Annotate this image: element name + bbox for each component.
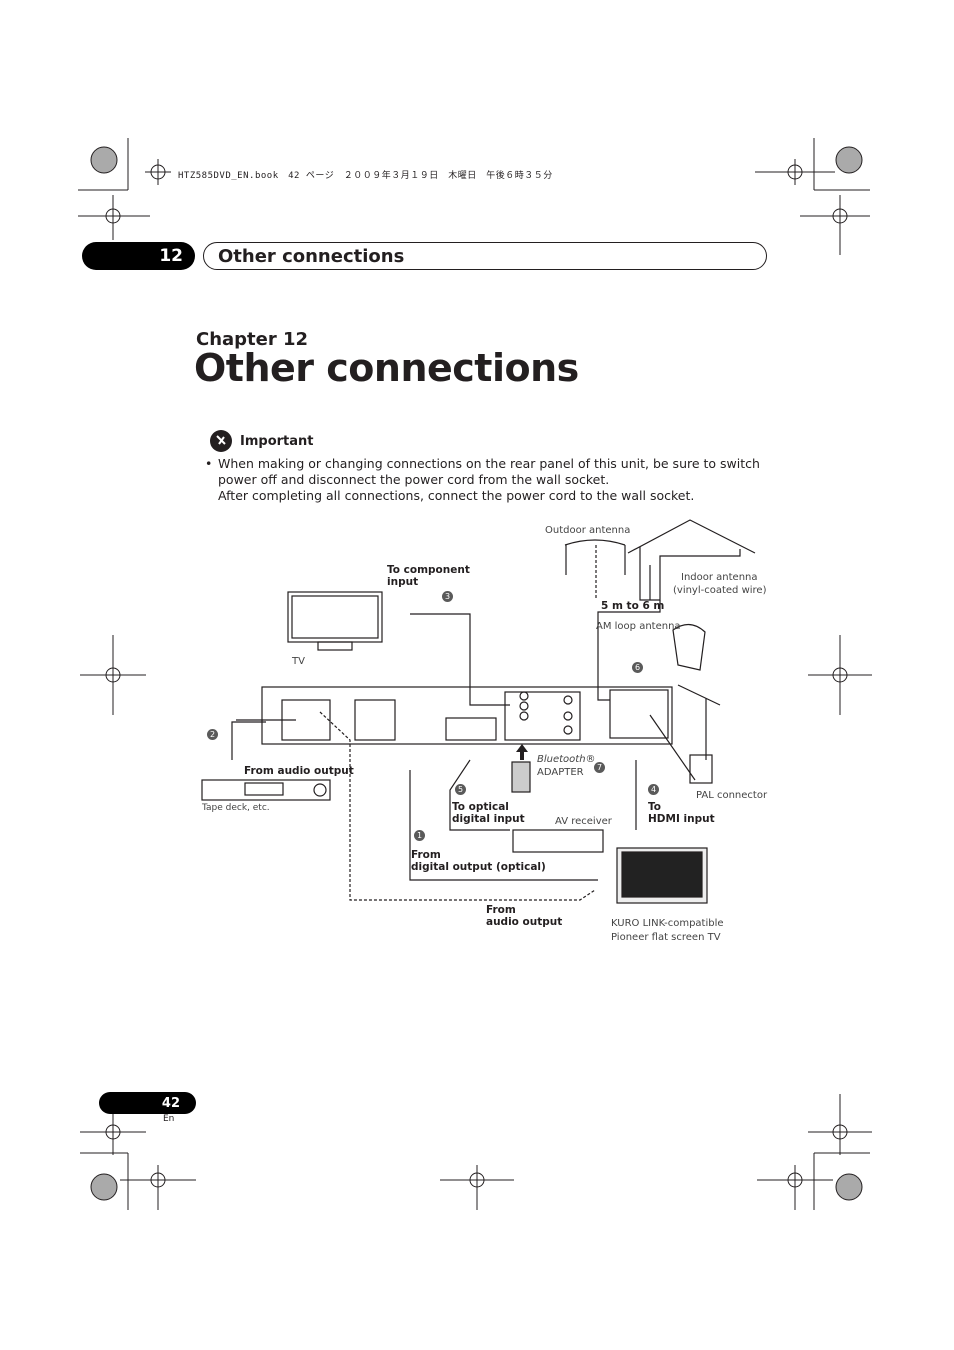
step-4-badge: 4: [648, 784, 659, 795]
kuro-link-label: KURO LINK-compatible: [611, 918, 724, 929]
section-title-bar: Other connections: [203, 242, 767, 270]
important-bullet: • When making or changing connections on …: [205, 456, 773, 504]
important-label: Important: [240, 434, 314, 449]
pal-connector-label: PAL connector: [696, 790, 768, 801]
from-audio-label: From: [486, 904, 516, 916]
to-hdmi-label: To: [648, 801, 661, 813]
from-digital-label: From: [411, 849, 441, 861]
page-language: En: [163, 1114, 175, 1124]
tape-deck-label: Tape deck, etc.: [202, 803, 270, 813]
page-number: 42: [99, 1092, 196, 1114]
step-5-badge: 5: [455, 784, 466, 795]
bluetooth-adapter-label: ADAPTER: [537, 767, 584, 778]
important-line-2: After completing all connections, connec…: [218, 488, 695, 503]
connection-diagram: [201, 519, 756, 904]
chapter-title: Other connections: [194, 346, 579, 390]
from-digital-sublabel: digital output (optical): [411, 861, 546, 873]
chapter-label: Chapter 12: [196, 329, 309, 350]
step-7-badge: 7: [594, 762, 605, 773]
to-optical-sublabel: digital input: [452, 813, 525, 825]
kuro-link-sublabel: Pioneer flat screen TV: [611, 932, 721, 943]
tv-label: TV: [292, 656, 305, 667]
to-hdmi-sublabel: HDMI input: [648, 813, 715, 825]
chapter-number-pill: 12: [82, 242, 195, 270]
indoor-antenna-sublabel: (vinyl-coated wire): [673, 585, 767, 596]
from-audio-sublabel: audio output: [486, 916, 563, 928]
distance-label: 5 m to 6 m: [601, 600, 665, 612]
to-optical-label: To optical: [452, 801, 509, 813]
av-receiver-label: AV receiver: [555, 816, 612, 827]
important-line-1: When making or changing connections on t…: [218, 456, 760, 487]
to-component-label: To component: [387, 564, 470, 576]
step-2-badge: 2: [207, 729, 218, 740]
to-component-sublabel: input: [387, 576, 419, 588]
step-3-badge: 3: [442, 591, 453, 602]
outdoor-antenna-label: Outdoor antenna: [545, 525, 631, 536]
am-loop-label: AM loop antenna: [596, 621, 681, 632]
step-6-badge: 6: [632, 662, 643, 673]
important-icon: [210, 430, 232, 452]
step-1-badge: 1: [414, 830, 425, 841]
bluetooth-label: Bluetooth®: [537, 754, 596, 765]
file-header-line: HTZ585DVD_EN.book 42 ページ ２００９年３月１９日 木曜日 …: [178, 171, 553, 181]
bullet-dot: •: [205, 456, 213, 471]
from-audio-output-tape-label: From audio output: [244, 765, 354, 777]
indoor-antenna-label: Indoor antenna: [681, 572, 758, 583]
